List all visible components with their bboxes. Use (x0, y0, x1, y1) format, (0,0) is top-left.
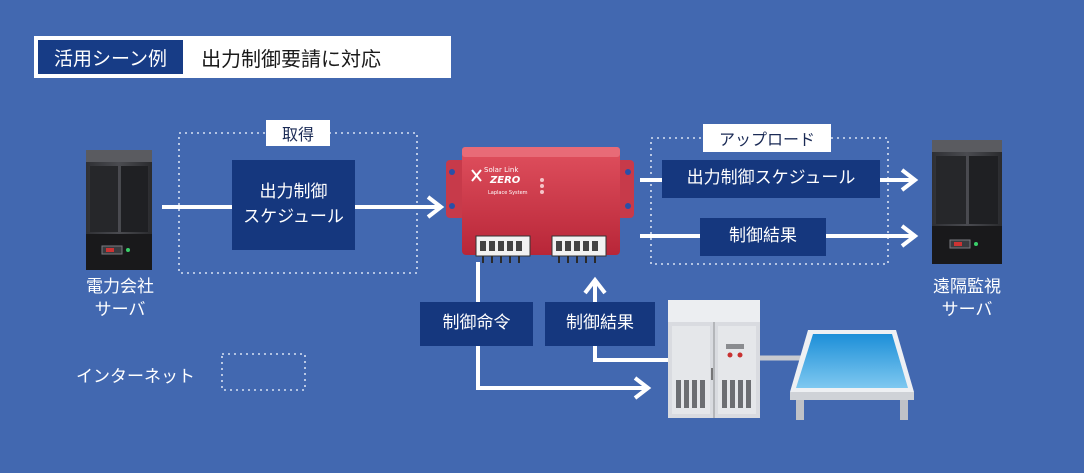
internet-zone-left (178, 132, 418, 274)
arrow-result-head (583, 276, 607, 295)
solar-link-device: Solar Link ZERO Laplace System (446, 147, 634, 263)
page-title: 出力制御要請に対応 (201, 46, 382, 71)
left-server-caption-line-2: サーバ (94, 299, 146, 320)
left-server-caption: 電力会社 サーバ (64, 276, 176, 322)
left-server-icon (86, 150, 152, 270)
upload-label: アップロード (703, 124, 831, 152)
power-conditioner-icon (668, 300, 760, 418)
solar-panel-icon (790, 330, 914, 420)
device-logo-icon (471, 169, 482, 182)
control-result-box: 制御結果 (545, 302, 655, 346)
legend-internet-swatch (221, 353, 306, 391)
legend-internet-label: インターネット (76, 367, 195, 387)
left-server-caption-line-1: 電力会社 (86, 277, 154, 297)
schedule-line-2: スケジュール (243, 207, 344, 227)
internet-zone-right (650, 137, 889, 265)
schedule-box-left: 出力制御 スケジュール (232, 160, 355, 250)
arrow-command-head (633, 376, 652, 400)
control-command-box: 制御命令 (420, 302, 533, 346)
right-server-caption-line-2: サーバ (941, 299, 993, 320)
title-bar: 活用シーン例 出力制御要請に対応 (34, 36, 451, 78)
right-server-caption-line-1: 遠隔監視 (933, 277, 1001, 297)
acquire-label: 取得 (266, 120, 330, 146)
usage-scene-tag: 活用シーン例 (38, 40, 184, 74)
arrow-acquire-head (426, 195, 445, 219)
upload-result-box: 制御結果 (700, 218, 826, 256)
device-brand-line1: Solar Link (484, 166, 519, 174)
arrow-upload-result-head (900, 224, 919, 248)
arrow-upload-schedule-head (900, 168, 919, 192)
right-server-caption: 遠隔監視 サーバ (910, 276, 1024, 322)
right-server-icon (932, 140, 1002, 264)
device-maker: Laplace System (488, 190, 528, 196)
schedule-line-1: 出力制御 (259, 181, 328, 202)
upload-schedule-box: 出力制御スケジュール (662, 160, 880, 198)
device-brand-line2: ZERO (489, 175, 521, 186)
